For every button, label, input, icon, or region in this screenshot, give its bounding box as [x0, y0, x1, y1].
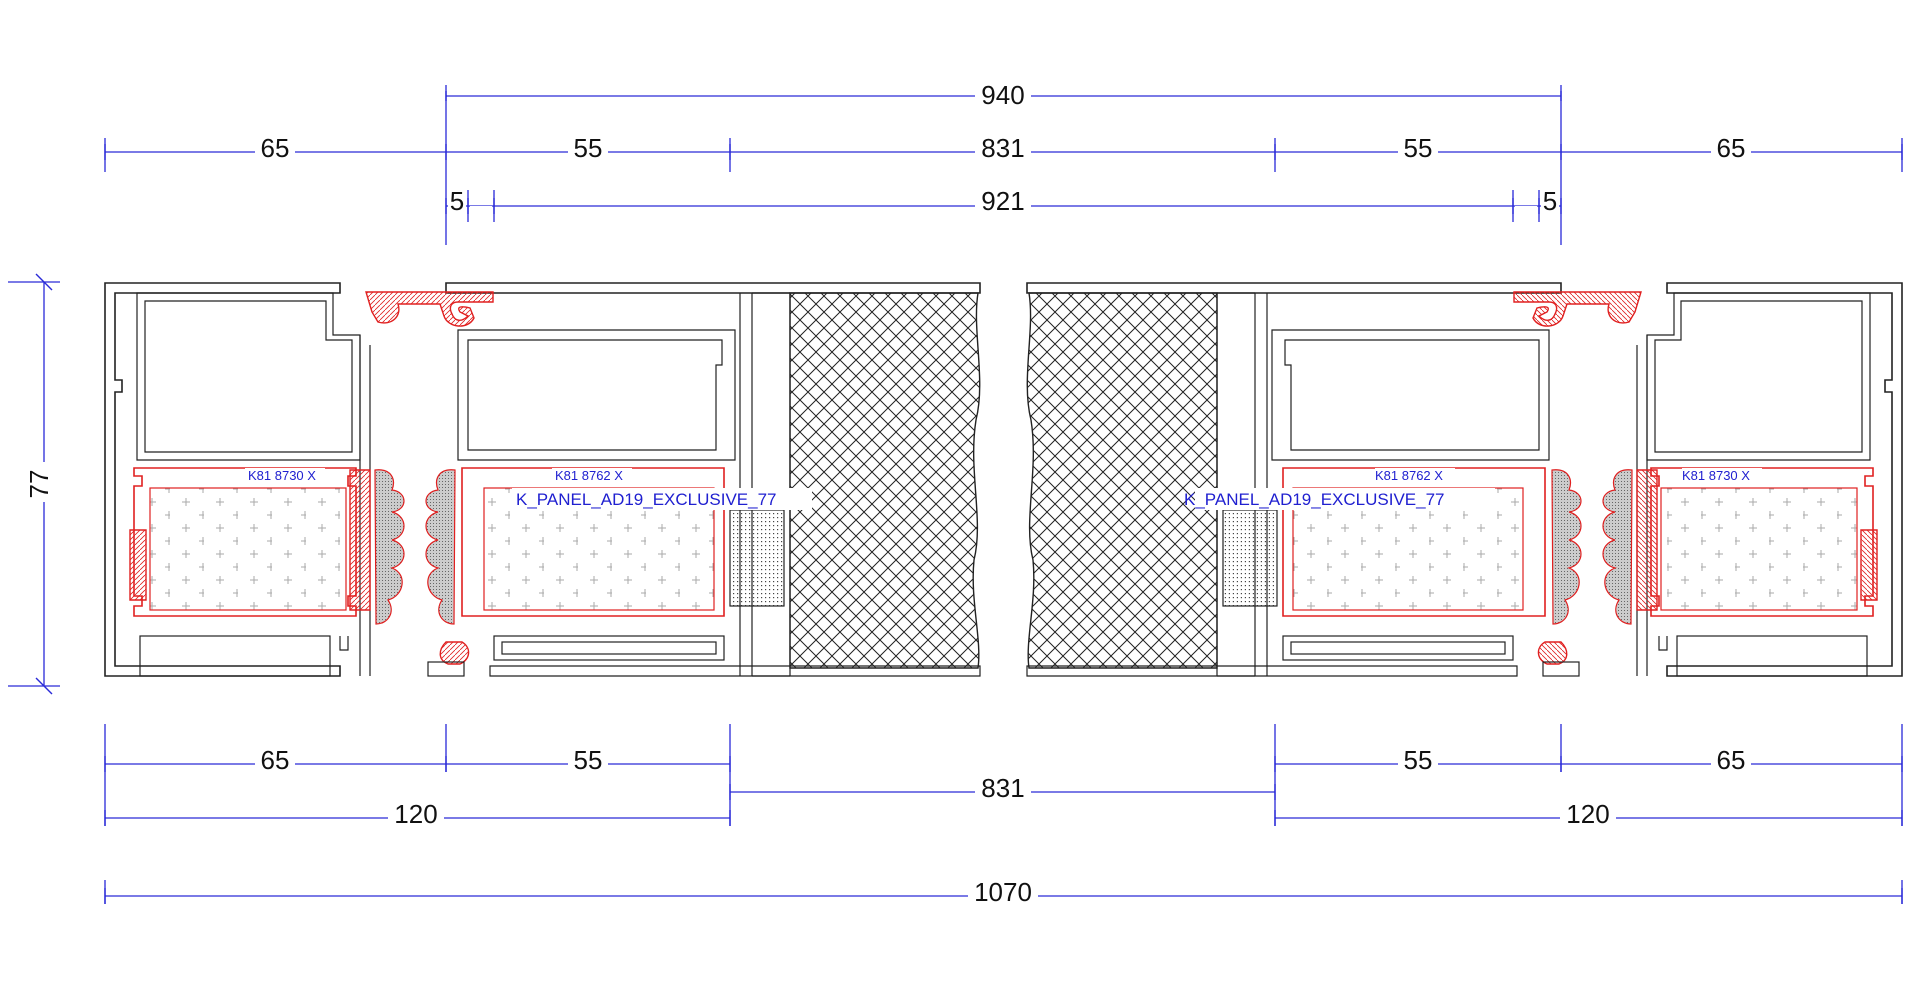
- bottom-gasket-left: [439, 641, 470, 665]
- center-gasket-left-b: [425, 469, 456, 625]
- dim-bottom-65-left-label: 65: [261, 745, 290, 775]
- profile-label-right-inner: K81 8762 X: [1375, 468, 1443, 483]
- dim-65-left-label: 65: [261, 133, 290, 163]
- top-gasket-left: [365, 291, 494, 327]
- door-panel-left: [789, 292, 981, 669]
- dim-940-label: 940: [981, 80, 1024, 110]
- insulation-left-outer: [149, 487, 347, 611]
- outer-frame-chamber-bottom: [139, 635, 331, 677]
- dim-bottom-120-left-label: 120: [394, 799, 437, 829]
- height-dimension: 77: [8, 273, 60, 695]
- profile-label-right-outer: K81 8730 X: [1682, 468, 1750, 483]
- thermal-break-left-outer: [133, 467, 357, 617]
- dim-5-left-label: 5: [450, 186, 464, 216]
- dim-bottom-55-left-label: 55: [574, 745, 603, 775]
- panel-label-left: K_PANEL_AD19_EXCLUSIVE_77: [516, 490, 777, 509]
- sash-chamber-bottom: [493, 635, 725, 661]
- sash-chamber-top: [457, 329, 736, 461]
- profile-label-left-outer: K81 8730 X: [248, 468, 316, 483]
- panel-edge-left: [729, 509, 785, 607]
- dim-bottom-65-right-label: 65: [1717, 745, 1746, 775]
- dim-bottom-1070-label: 1070: [974, 877, 1032, 907]
- dim-65-right-label: 65: [1717, 133, 1746, 163]
- sash-chamber-top-inner: [467, 339, 723, 451]
- profile-label-left-inner: K81 8762 X: [555, 468, 623, 483]
- top-dimensions: 940 65 55 831 55 65 5 921 5: [104, 80, 1903, 245]
- outer-frame-left: [104, 282, 341, 677]
- center-gasket-left-a: [374, 469, 405, 625]
- dim-5-right-label: 5: [1543, 186, 1557, 216]
- right-frame-section: [1026, 282, 1903, 677]
- dim-bottom-120-right-label: 120: [1566, 799, 1609, 829]
- dim-831-top-label: 831: [981, 133, 1024, 163]
- panel-label-right: K_PANEL_AD19_EXCLUSIVE_77: [1184, 490, 1445, 509]
- bottom-dimensions: 65 55 55 65 831 120 120 1070: [104, 724, 1903, 907]
- dim-55-left-label: 55: [574, 133, 603, 163]
- sash-top-rail: [445, 282, 981, 294]
- dim-77-label: 77: [24, 470, 54, 499]
- dim-bottom-55-right-label: 55: [1404, 745, 1433, 775]
- thermal-break-left-inner: [461, 467, 725, 617]
- dim-bottom-831-label: 831: [981, 773, 1024, 803]
- outer-frame-chamber-top-inner: [144, 300, 353, 453]
- dim-921-label: 921: [981, 186, 1024, 216]
- dim-55-right-label: 55: [1404, 133, 1433, 163]
- left-frame-section: K81 8730 X K81 8762 X K_PANEL_AD19_EXCLU…: [104, 282, 981, 677]
